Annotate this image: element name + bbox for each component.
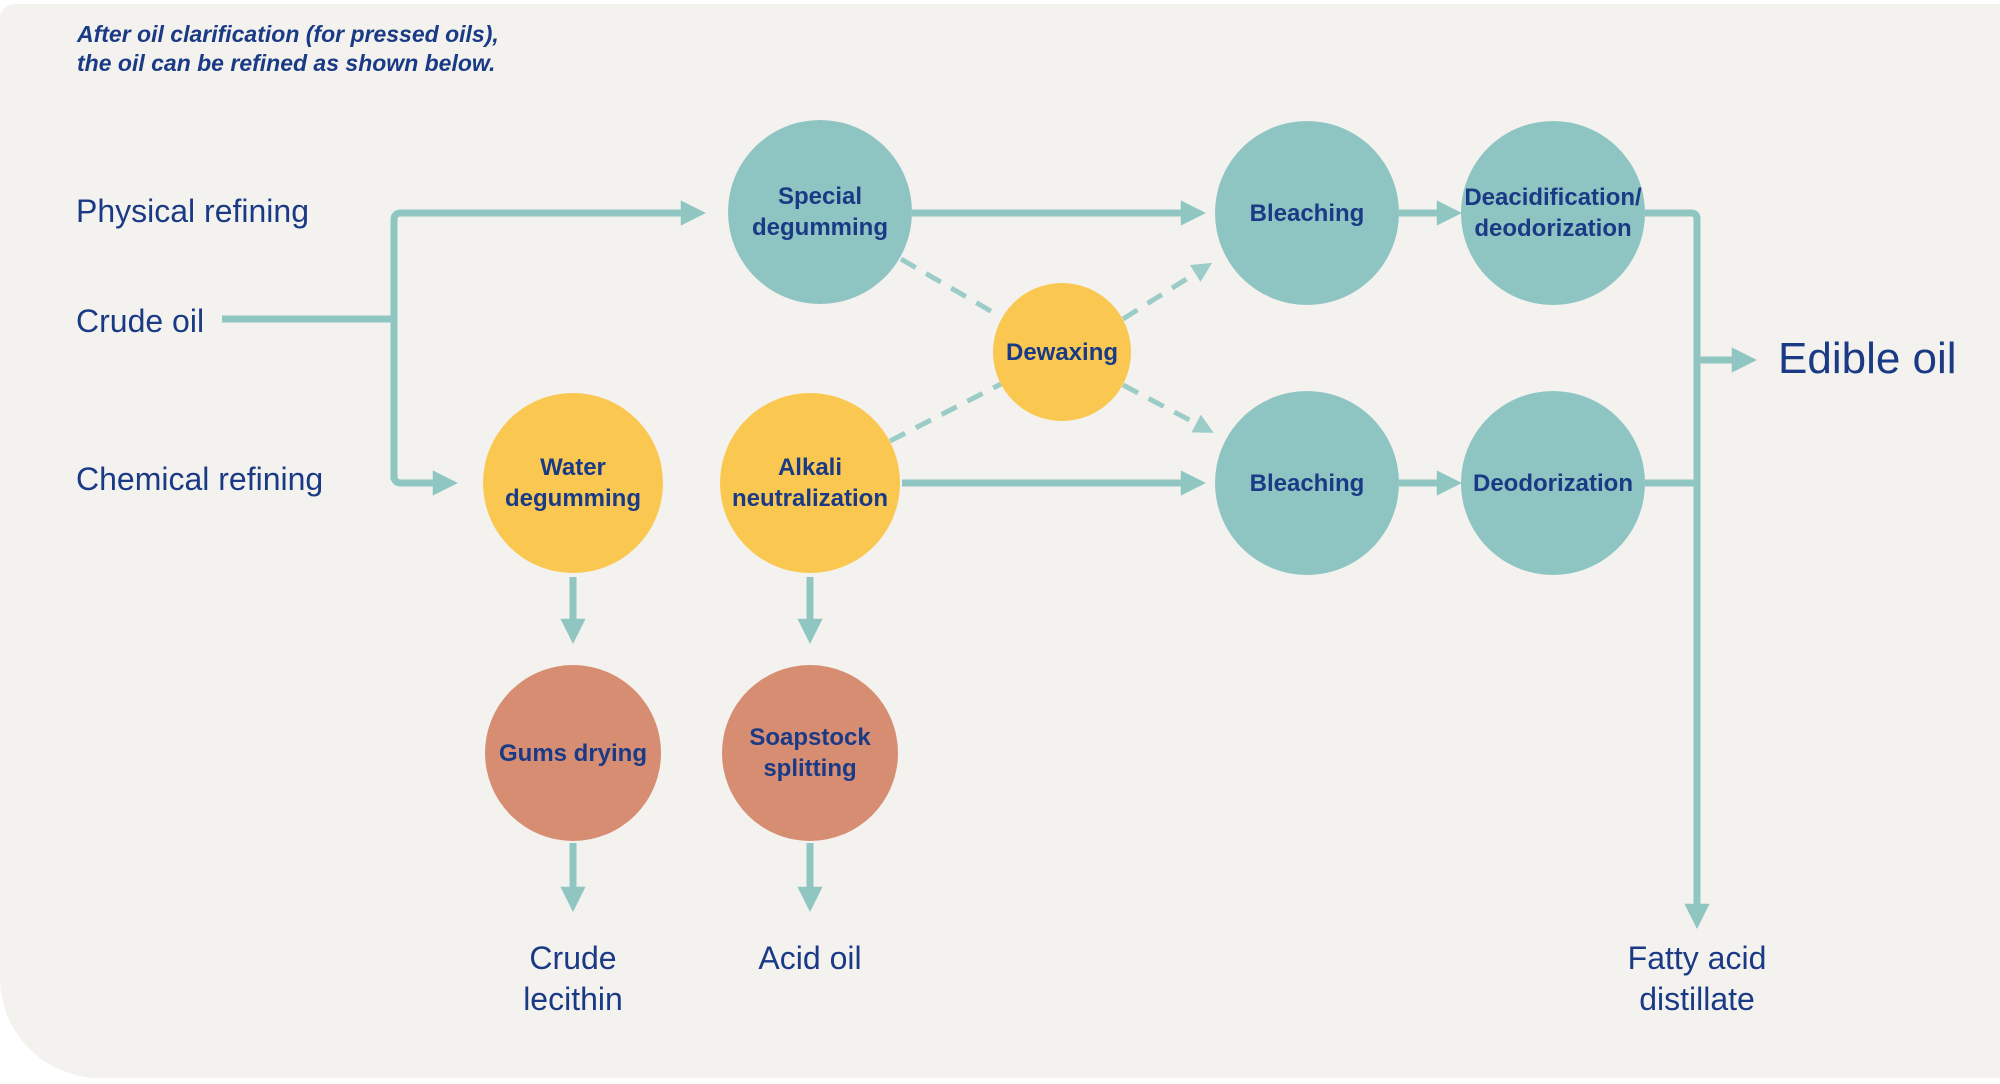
node-gums-drying: Gums drying: [485, 665, 661, 841]
node-bleaching-physical: Bleaching: [1215, 121, 1399, 305]
node-water-degumming: Water degumming: [483, 393, 663, 573]
intro-note: After oil clarification (for pressed oil…: [77, 20, 499, 78]
intro-note-line2: the oil can be refined as shown below.: [77, 50, 496, 76]
intro-note-line1: After oil clarification (for pressed oil…: [77, 21, 499, 47]
label-physical-refining: Physical refining: [76, 193, 309, 229]
node-special-degumming: Special degumming: [728, 120, 912, 304]
label-crude-oil: Crude oil: [76, 303, 205, 339]
dashed-dewaxing-to-bleaching-physical: [1121, 262, 1213, 322]
diagram-card: [0, 4, 2000, 1078]
connector-trunk-physical-branch: [390, 200, 706, 480]
node-deodorization: Deodorization: [1461, 391, 1645, 575]
label-edible-oil: Edible oil: [1778, 334, 1957, 383]
node-dewaxing: Dewaxing: [993, 283, 1131, 421]
dashed-special-degumming-to-dewaxing: [899, 256, 1003, 320]
connector-chemical-branch: [390, 470, 458, 496]
node-bleaching-chemical: Bleaching: [1215, 391, 1399, 575]
dashed-alkali-to-dewaxing: [888, 381, 1003, 444]
node-soapstock-splitting: Soapstock splitting: [722, 665, 898, 841]
node-deacidification-deodorization: Deacidification/ deodorization: [1461, 121, 1645, 305]
label-acid-oil: Acid oil: [758, 940, 862, 976]
dashed-dewaxing-to-bleaching-chemical: [1121, 382, 1214, 433]
label-chemical-refining: Chemical refining: [76, 461, 324, 497]
label-crude-lecithin: Crude lecithin: [523, 940, 623, 1017]
label-fatty-acid-distillate: Fatty acid distillate: [1627, 940, 1767, 1017]
connector-rail-to-fatty-acid: [1645, 209, 1710, 929]
node-alkali-neutralization: Alkali neutralization: [720, 393, 900, 573]
